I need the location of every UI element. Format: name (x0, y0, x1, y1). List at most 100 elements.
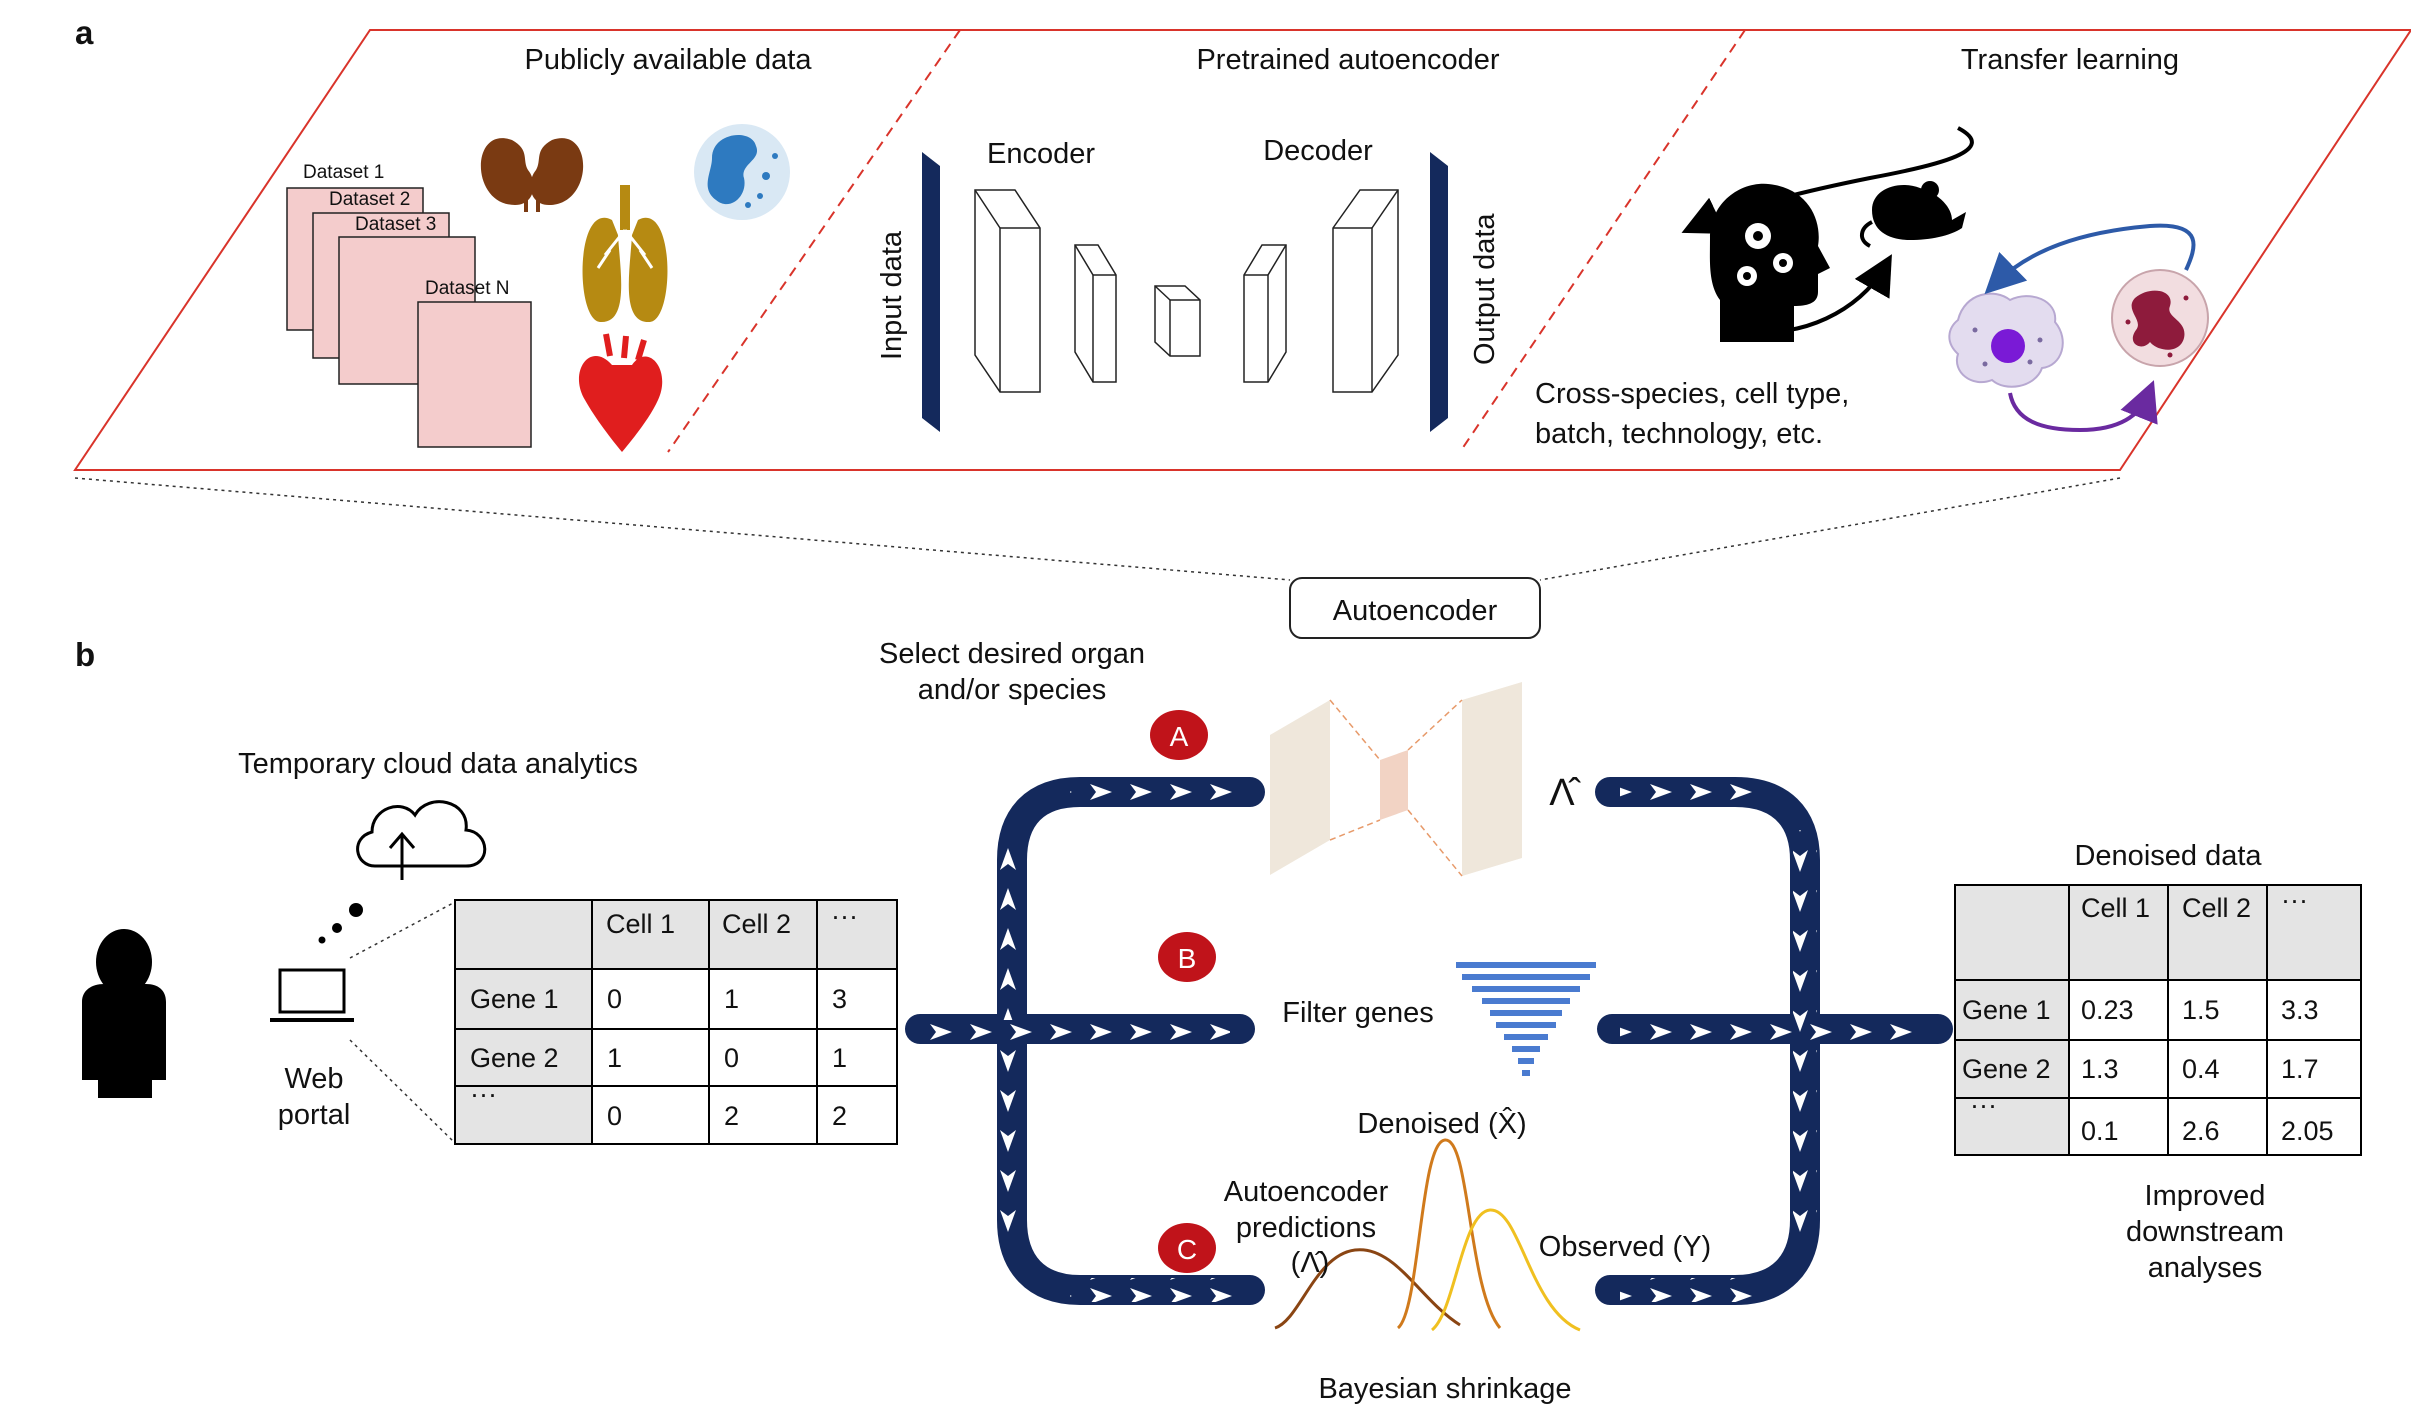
arrow-mouse-to-head (1681, 126, 1974, 234)
transfer-caption-line1: Cross-species, cell type, (1535, 378, 1849, 410)
out-row2-c1: 1.3 (2081, 1054, 2119, 1084)
autoencoder-box (1289, 577, 1541, 639)
neutrophil-icon (2111, 269, 2209, 367)
thinking-dots-icon (318, 903, 363, 944)
in-row1-c3: 3 (832, 984, 847, 1014)
output-data-bar (1430, 152, 1448, 432)
improved-line2: downstream (2126, 1216, 2284, 1248)
input-data-bar (922, 152, 940, 432)
out-row1-c3: 3.3 (2281, 995, 2319, 1025)
web-portal-line1: Web (284, 1063, 343, 1095)
dataset-stack (286, 187, 532, 448)
cloud-title: Temporary cloud data analytics (238, 748, 638, 780)
in-row3-c3: 2 (832, 1101, 847, 1131)
arrow-purple (2008, 380, 2158, 433)
autoencoder-layers (974, 189, 1399, 393)
panel-b-label: b (75, 636, 95, 673)
cloud-upload-icon (356, 800, 487, 880)
out-header-cell2: Cell 2 (2182, 893, 2251, 923)
arrow-blue (1984, 223, 2196, 295)
out-header-cell1: Cell 1 (2081, 893, 2150, 923)
shrinkage-curves (1274, 1138, 1581, 1332)
encoder-label: Encoder (987, 138, 1095, 170)
output-table (1954, 884, 2362, 1156)
out-row2-c3: 1.7 (2281, 1054, 2319, 1084)
in-row2-c3: 1 (832, 1043, 847, 1073)
input-data-label: Input data (876, 230, 908, 360)
lungs-icon (582, 185, 668, 323)
predictions-label-line1: Autoencoder (1224, 1176, 1389, 1208)
pretrained-title: Pretrained autoencoder (1196, 44, 1499, 76)
autoencoder-box-label: Autoencoder (1333, 595, 1498, 627)
option-c-badge[interactable]: C (1158, 1223, 1216, 1273)
predictions-label-line2: predictions (1236, 1212, 1376, 1244)
out-row1-c1: 0.23 (2081, 995, 2134, 1025)
decoder-label: Decoder (1263, 135, 1373, 167)
curve-denoised (1396, 1138, 1502, 1330)
out-row3-label: ··· (1970, 1090, 1997, 1120)
heart-icon (578, 333, 663, 452)
in-row2-c1: 1 (607, 1043, 622, 1073)
observed-label: Observed (Y) (1539, 1231, 1711, 1263)
in-row3-c2: 2 (724, 1101, 739, 1131)
in-row2-label: Gene 2 (470, 1043, 559, 1073)
macrophage-icon (1948, 292, 2064, 388)
in-row2-c2: 0 (724, 1043, 739, 1073)
portal-zoom-top (349, 901, 456, 959)
out-row3-c3: 2.05 (2281, 1116, 2334, 1146)
cell-icon (694, 124, 790, 220)
web-portal-line2: portal (278, 1099, 351, 1131)
select-text-line2: and/or species (918, 674, 1107, 706)
dataset-1-label: Dataset 1 (303, 162, 384, 183)
dataset-2-label: Dataset 2 (329, 189, 410, 210)
option-b-label: B (1178, 943, 1197, 974)
dataset-3-label: Dataset 3 (355, 214, 436, 235)
transfer-title: Transfer learning (1961, 44, 2179, 76)
in-header-cell2: Cell 2 (722, 909, 791, 939)
in-header-more: ··· (831, 901, 858, 931)
out-row1-label: Gene 1 (1962, 995, 2051, 1025)
improved-line1: Improved (2145, 1180, 2266, 1212)
in-row3-label: ··· (470, 1079, 497, 1109)
option-a-autoencoder-icon (1270, 682, 1522, 877)
out-row2-c2: 0.4 (2182, 1054, 2220, 1084)
in-row3-c1: 0 (607, 1101, 622, 1131)
denoised-curve-label: Denoised (X̂) (1357, 1107, 1526, 1140)
in-row1-c1: 0 (607, 984, 622, 1014)
lambda-hat-symbol: Λ̂ (1549, 772, 1581, 814)
pipeline-paths (905, 777, 1953, 1305)
laptop-icon[interactable] (270, 968, 354, 1022)
panel-a-frame (73, 29, 2411, 471)
denoised-data-title: Denoised data (2074, 840, 2262, 872)
in-row1-c2: 1 (724, 984, 739, 1014)
dataset-n-sheet (417, 301, 532, 448)
zoom-line-right (1539, 477, 2121, 581)
zoom-line-left (74, 477, 1291, 581)
bayesian-label: Bayesian shrinkage (1318, 1373, 1571, 1405)
in-header-cell1: Cell 1 (606, 909, 675, 939)
out-row3-c1: 0.1 (2081, 1116, 2119, 1146)
filter-funnel-icon (1456, 962, 1596, 1076)
curve-observed (1430, 1208, 1581, 1332)
public-data-title: Publicly available data (525, 44, 813, 76)
person-icon (82, 929, 166, 1098)
in-row1-label: Gene 1 (470, 984, 559, 1014)
transfer-caption-line2: batch, technology, etc. (1535, 418, 1823, 450)
panel-a-label: a (75, 14, 94, 51)
option-a-label: A (1170, 721, 1189, 752)
predictions-label-line3: (Λ̂) (1291, 1247, 1330, 1279)
out-header-more: ··· (2281, 885, 2308, 915)
select-text-line1: Select desired organ (879, 638, 1145, 670)
option-a-badge[interactable]: A (1150, 710, 1208, 760)
out-row1-c2: 1.5 (2182, 995, 2220, 1025)
curve-predictions (1274, 1248, 1461, 1330)
out-row3-c2: 2.6 (2182, 1116, 2220, 1146)
input-table (454, 899, 898, 1145)
out-row2-label: Gene 2 (1962, 1054, 2051, 1084)
dataset-n-label: Dataset N (425, 278, 509, 299)
kidneys-icon (480, 138, 584, 212)
head-gears-icon (1709, 183, 1830, 342)
option-b-badge[interactable]: B (1158, 932, 1216, 982)
mouse-icon (1860, 181, 1966, 248)
portal-zoom-bottom (349, 1039, 456, 1144)
